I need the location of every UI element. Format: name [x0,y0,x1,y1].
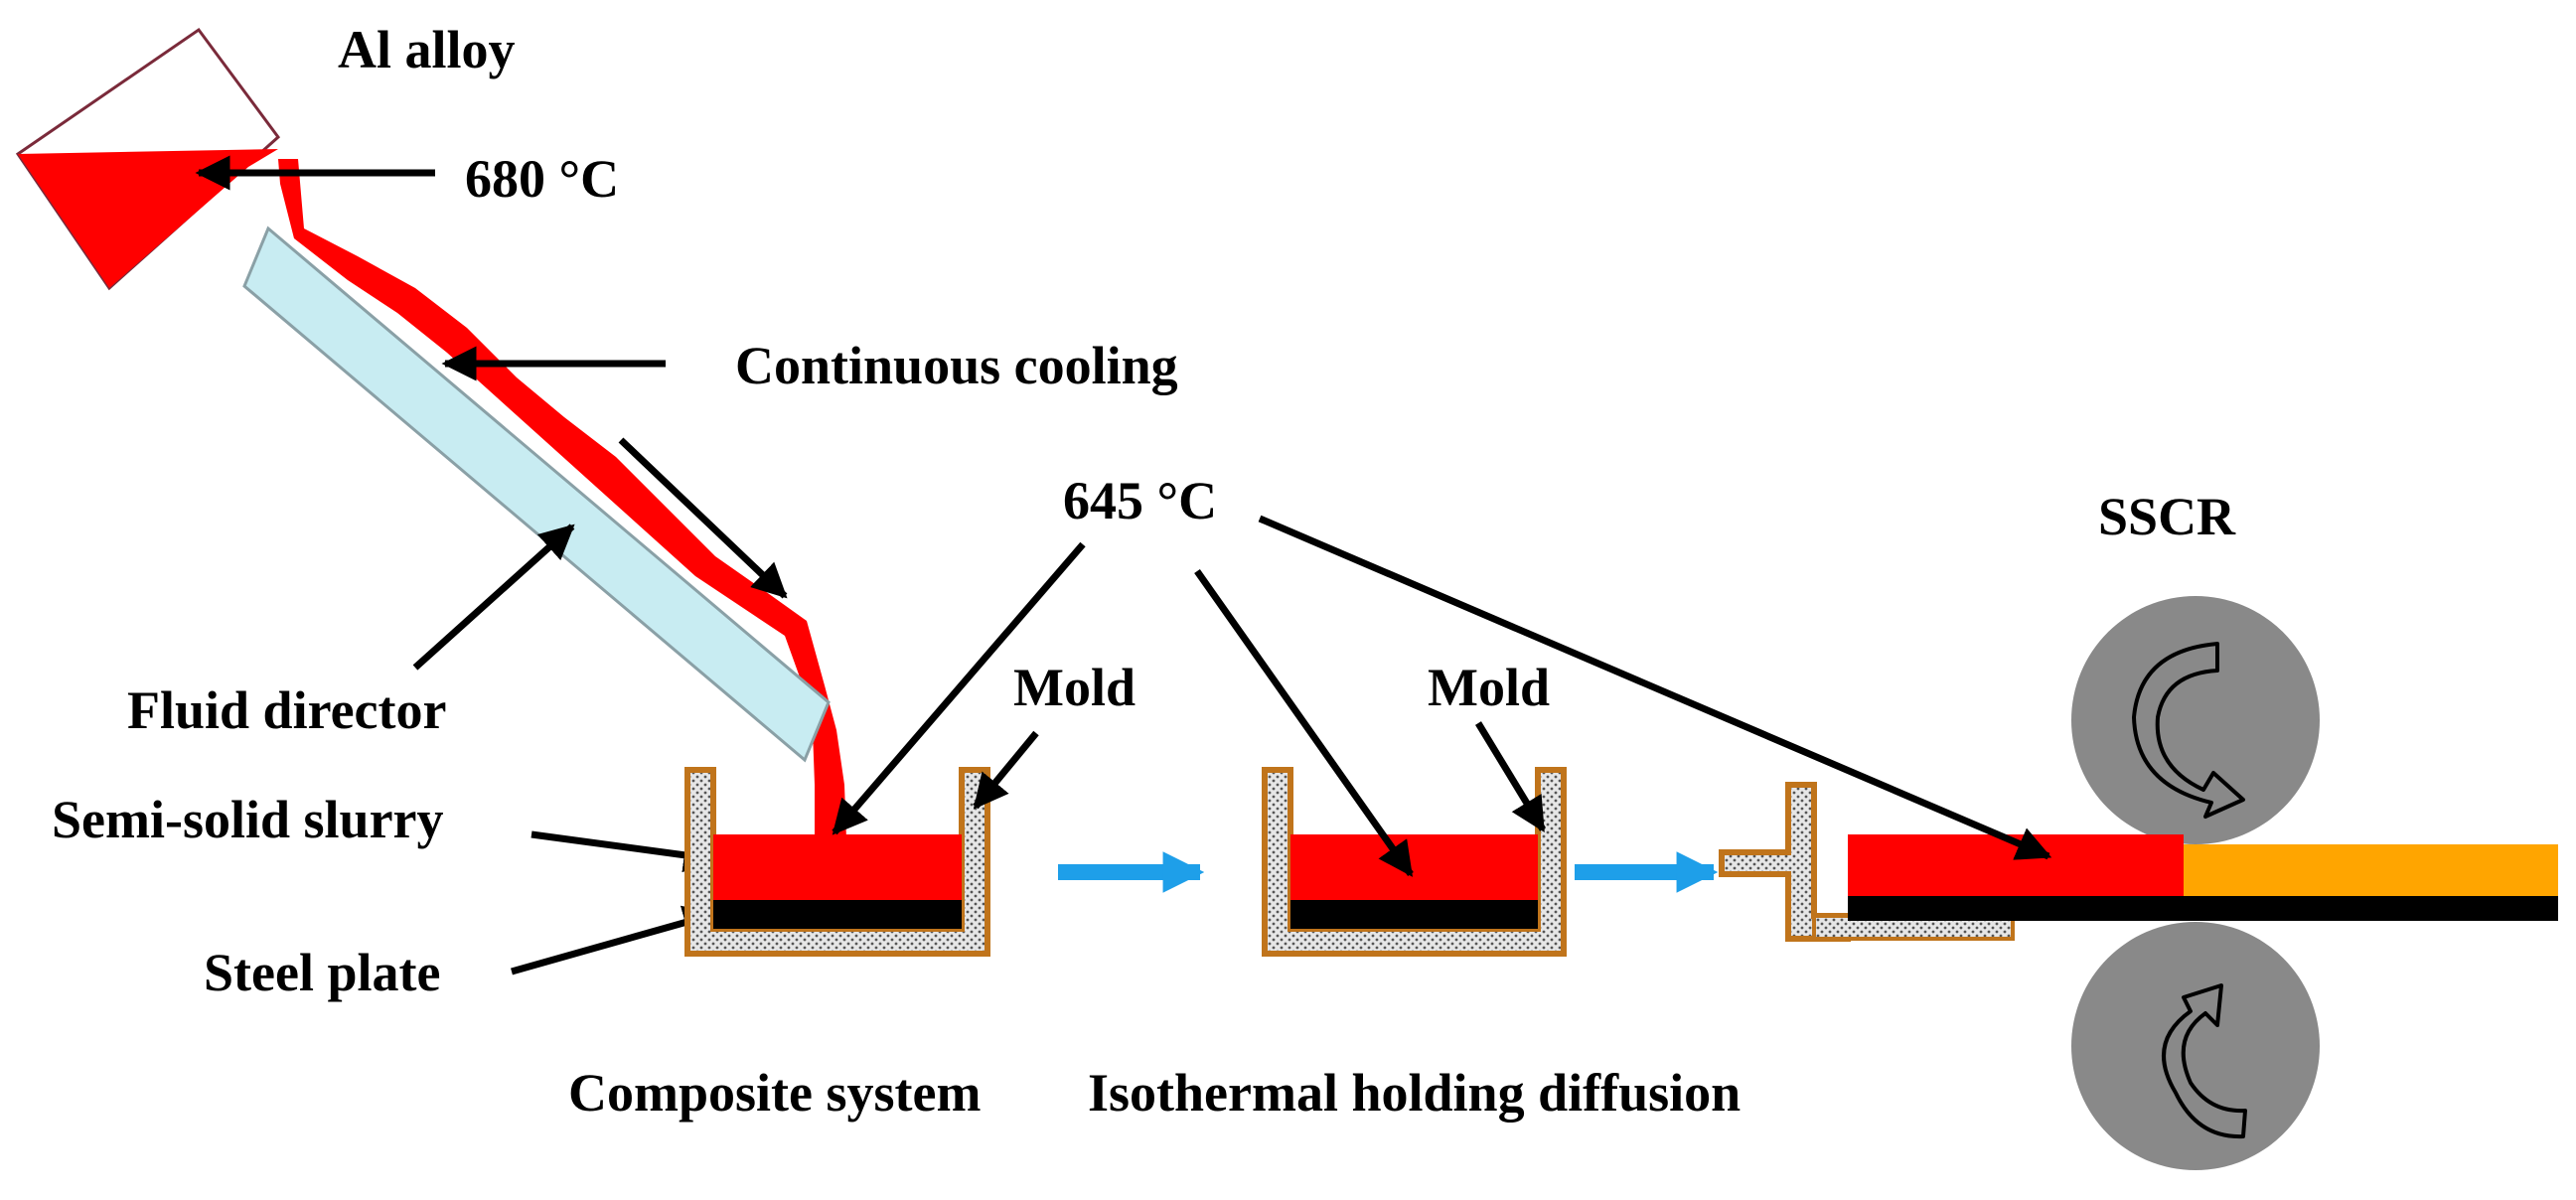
ladle [15,27,281,291]
label-sscr: SSCR [2098,487,2236,546]
label-mold-1: Mold [1013,658,1136,717]
mold-1 [684,767,990,957]
mold-1-steel-plate [713,900,962,929]
fluid-director [242,225,831,763]
lower-roller-rotation-icon [2162,983,2247,1139]
arrow-flow-direction [618,437,788,599]
arrow-steel-plate [511,905,719,975]
label-continuous-cooling: Continuous cooling [735,336,1178,395]
mold-2-slurry [1290,834,1538,900]
al-layer-after-roll [2184,844,2558,896]
mold-1-slurry [713,834,962,900]
arrow-645-to-mold-1 [832,541,1086,835]
label-al-alloy: Al alloy [338,20,516,79]
label-steel-plate: Steel plate [204,943,440,1002]
arrow-fluid-director [412,524,575,671]
label-isothermal-holding-diffusion: Isothermal holding diffusion [1088,1063,1741,1123]
label-fluid-director: Fluid director [127,680,446,740]
arrow-645-to-mold-2 [1194,568,1414,877]
steel-plate-strip [1848,896,2558,921]
label-temp-645: 645 °C [1063,471,1217,530]
mold-2-steel-plate [1290,900,1538,929]
mold-2-body [1262,767,1567,957]
sscr-assembly [1719,596,2558,1170]
molten-stream [278,159,846,839]
upper-roller [2071,596,2320,844]
lower-roller [2071,922,2320,1170]
label-semi-solid-slurry: Semi-solid slurry [52,790,444,849]
label-mold-2: Mold [1428,658,1550,717]
mold-2 [1262,767,1567,957]
arrow-645-to-rolling [1258,515,2052,860]
upper-roller-rotation-icon [2132,642,2245,819]
arrow-mold-1 [973,730,1039,810]
arrow-mold-2 [1475,721,1546,832]
label-temp-680: 680 °C [465,149,619,209]
mold-1-body [684,767,990,957]
label-composite-system: Composite system [568,1063,981,1123]
